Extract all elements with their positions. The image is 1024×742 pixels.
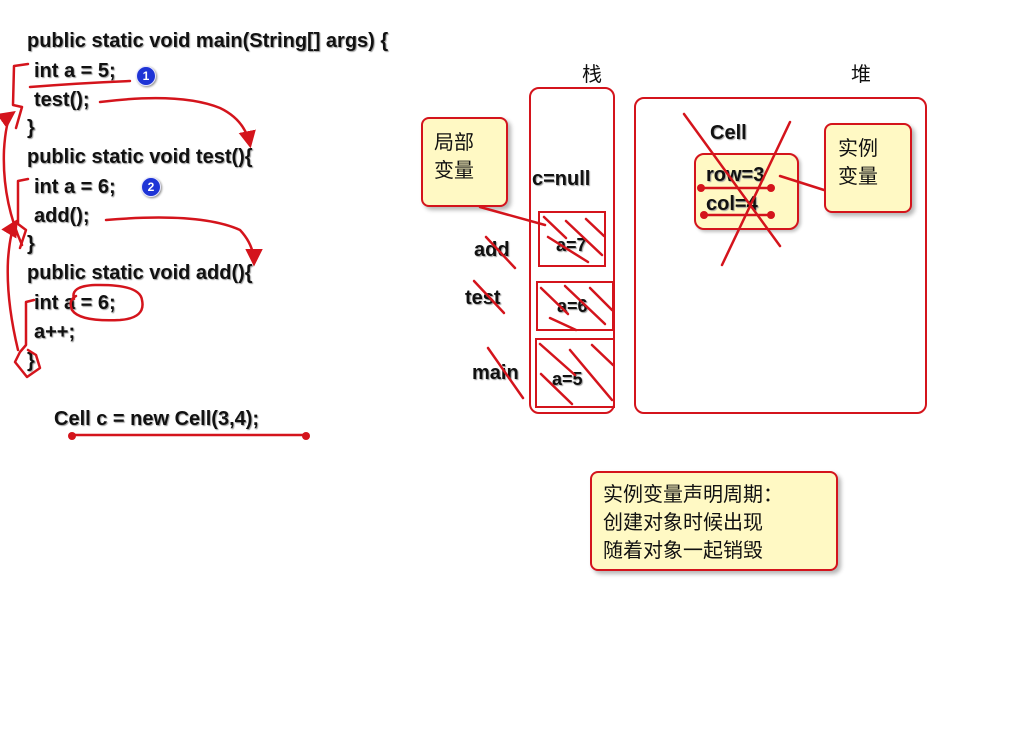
code-line-add-signature: public static void add(){ [27,262,253,284]
arrow-call-test [98,96,256,149]
circle-a-6 [69,283,144,322]
code-line-test-int-a: int a = 6; [34,176,116,198]
pointer-instance-variable [778,174,826,192]
stack-frame-main-label: main [472,362,519,384]
code-line-main-signature: public static void main(String[] args) { [27,30,389,52]
step-2-badge: 2 [141,177,161,197]
stack-frame-add-label: add [474,239,510,261]
code-line-new-cell: Cell c = new Cell(3,4); [54,408,260,430]
code-line-add-increment: a++; [34,321,76,343]
dot-underline-cell-end [302,432,310,440]
stack-title: 栈 [582,62,602,86]
strike-main-frame [538,342,615,406]
stack-frame-add [538,211,606,267]
lifecycle-note-text: 实例变量声明周期： 创建对象时候出现 随着对象一起销毁 [603,482,783,562]
cell-object-title: Cell [710,122,747,144]
strike-main-label [486,346,525,400]
pointer-local-variable [478,205,547,227]
code-line-main-close: } [27,117,35,139]
strike-add-label [484,235,517,270]
code-line-add-close: } [27,350,35,372]
dot-underline-cell-start [68,432,76,440]
heap-title: 堆 [851,62,871,86]
dot-col-end [767,211,775,219]
strike-add-frame [542,215,606,264]
strike-test-label [472,279,506,315]
heap-area [634,97,927,414]
cell-object: row=3 col=4 [694,153,799,230]
strike-test-frame [539,284,614,332]
code-line-add-int-a: int a = 6; [34,292,116,314]
instance-variable-callout: 实例 变量 [824,123,912,213]
code-line-main-int-a: int a = 5; [34,60,116,82]
bracket-test [16,177,30,250]
stack-c-variable: c=null [532,168,591,190]
cell-field-row: row=3 [706,164,765,186]
code-line-main-call-test: test(); [34,89,90,111]
bracket-main [11,62,30,130]
lifecycle-note: 实例变量声明周期： 创建对象时候出现 随着对象一起销毁 [590,471,838,571]
code-line-test-signature: public static void test(){ [27,146,253,168]
local-variable-callout-text: 局部 变量 [434,130,474,182]
dot-row-start [697,184,705,192]
stack-frame-test-label: test [465,287,501,309]
local-variable-callout: 局部 变量 [421,117,508,207]
code-line-test-call-add: add(); [34,205,90,227]
arrow-return-test [1,218,20,352]
strike-cell-object [682,112,792,267]
stack-column [529,87,615,414]
dot-row-end [767,184,775,192]
bracket-add [13,298,42,379]
instance-variable-callout-text: 实例 变量 [838,136,878,188]
step-1-badge: 1 [136,66,156,86]
code-line-test-close: } [27,233,35,255]
arrow-call-add [104,216,263,267]
stack-frame-add-value: a=7 [556,235,587,255]
stack-frame-main [535,338,615,408]
underline-int-a-5 [28,79,132,89]
dot-col-start [700,211,708,219]
